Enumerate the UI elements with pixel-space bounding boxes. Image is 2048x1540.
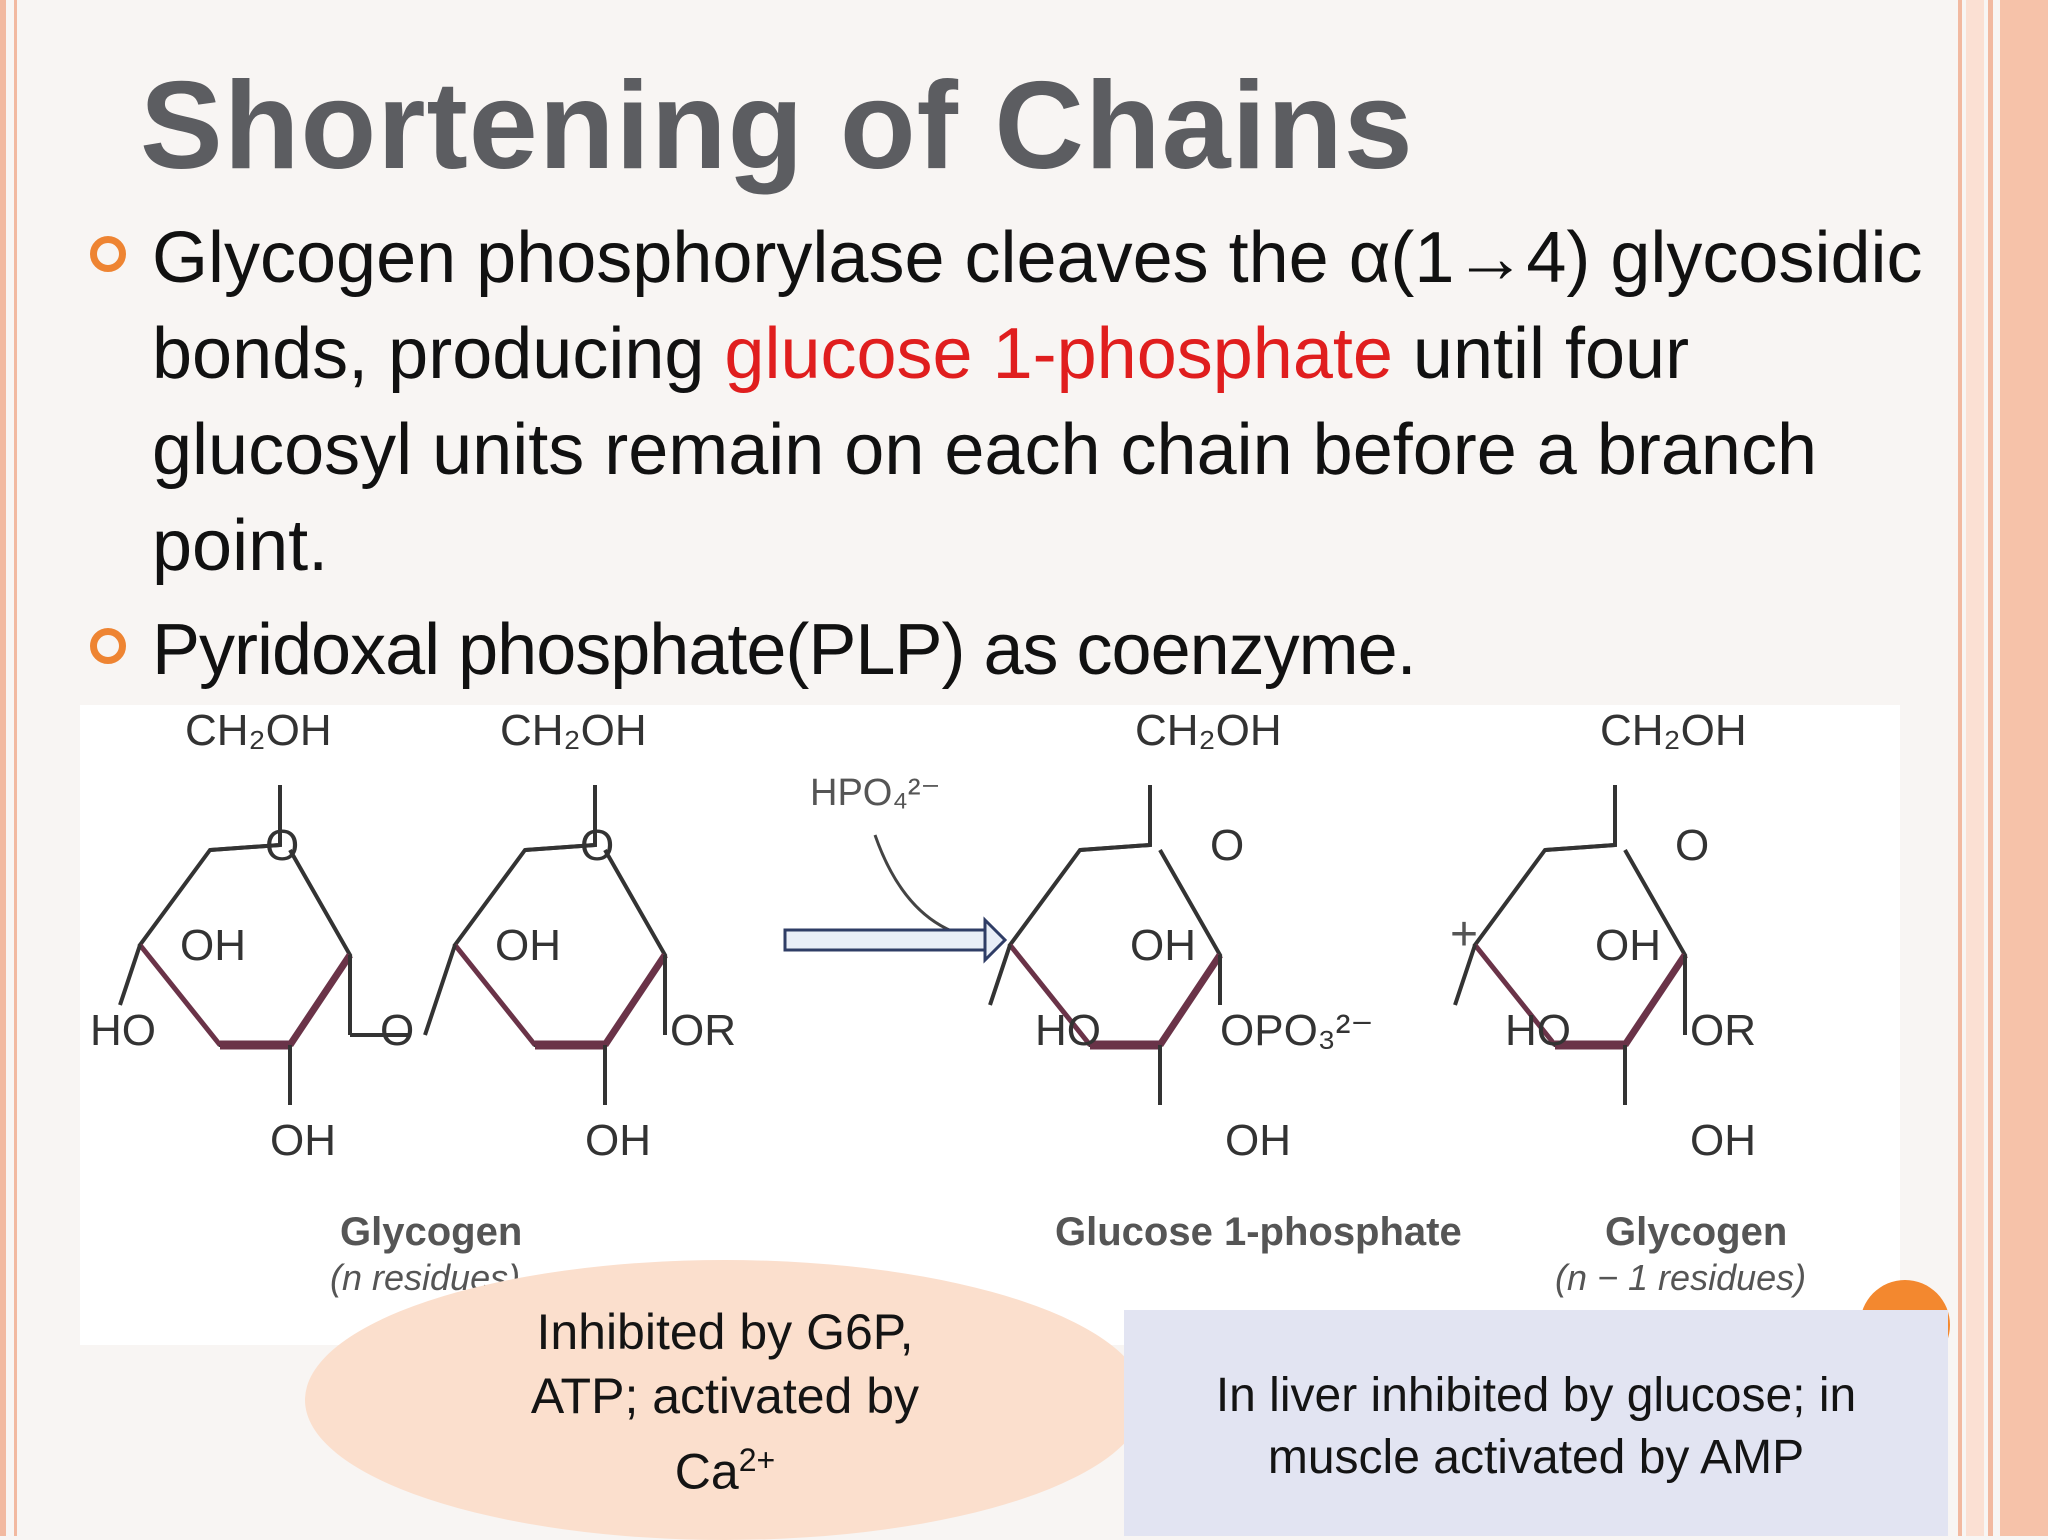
ring3-oh2-label: OH [1225,1116,1291,1165]
left-border-inner [14,0,17,1536]
slide-title: Shortening of Chains [140,57,1414,195]
ring3-opo3-label: OPO₃²⁻ [1220,1006,1374,1055]
ring2-oh-label: OH [495,921,561,970]
bullet-marker-icon [90,628,126,664]
right-border-outer [2000,0,2048,1536]
glycosidic-o-label: O [380,1006,414,1055]
bullet-marker-icon [90,236,126,272]
ring1-o-label: O [265,821,299,870]
ring2-ch2oh-label: CH₂OH [500,706,647,755]
bullet-item-1: Glycogen phosphorylase cleaves the α(1→4… [90,210,1940,594]
ring4-or-label: OR [1690,1006,1756,1055]
ring3-oh-label: OH [1130,921,1196,970]
reaction-diagram: CH₂OH O OH HO OH O CH₂OH O OH OH OR Glyc… [80,705,1900,1345]
ring1-oh2-label: OH [270,1116,336,1165]
ring3-o-label: O [1210,821,1244,870]
callout-ellipse-line: ATP; activated by [530,1368,920,1424]
ring4-ho-label: HO [1505,1006,1571,1055]
callout-box-line: In liver inhibited by glucose; in [1215,1369,1857,1422]
ring1-ho-label: HO [90,1006,156,1055]
bullet-text-part: until four glucosyl units remain on each… [152,314,1817,586]
callout-box [1124,1310,1948,1536]
figure-background [80,705,1900,1345]
right-border-thin [1988,0,1993,1536]
ring1-ch2oh-label: CH₂OH [185,706,332,755]
callout-ellipse-text: Inhibited by G6P, ATP; activated by Ca2+ [420,1300,1030,1504]
right-border-inner [1958,0,1962,1536]
bullet-item-2: Pyridoxal phosphate(PLP) as coenzyme. [90,602,1940,698]
ring4-o-label: O [1675,821,1709,870]
calcium-symbol: Ca [674,1443,739,1500]
glucose-ring-2 [423,785,668,1105]
glucose-1-phosphate-label: Glucose 1-phosphate [1055,1210,1462,1254]
bullet-text: Glycogen phosphorylase cleaves the α(1→4… [152,210,1940,594]
callout-ellipse-line: Inhibited by G6P, [536,1304,914,1360]
ring2-oh2-label: OH [585,1116,651,1165]
reaction-arrow-icon [783,916,1008,964]
callout-ellipse [305,1260,1145,1540]
ring4-ch2oh-label: CH₂OH [1600,706,1747,755]
calcium-charge: 2+ [738,1442,776,1478]
glucose-ring-3 [988,785,1223,1105]
ring2-or-label: OR [670,1006,736,1055]
ring1-oh-label: OH [180,921,246,970]
bullet-text: Pyridoxal phosphate(PLP) as coenzyme. [152,610,1417,690]
ring4-oh2-label: OH [1690,1116,1756,1165]
callout-ellipse-line: Ca2+ [420,1428,1030,1504]
right-border-band [1966,0,1984,1536]
ring2-o-label: O [580,821,614,870]
ring3-ho-label: HO [1035,1006,1101,1055]
callout-box-line: muscle activated by AMP [1267,1431,1805,1484]
glucose-ring-4 [1453,785,1688,1105]
highlight-glucose-1-phosphate: glucose 1-phosphate [724,314,1393,394]
bullet-text-part: Glycogen phosphorylase cleaves the α(1→4… [152,218,1923,394]
ring4-oh-label: OH [1595,921,1661,970]
ring3-ch2oh-label: CH₂OH [1135,706,1282,755]
left-border [0,0,6,1536]
glycogen-label: Glycogen [340,1210,522,1254]
glycogen-product-label: Glycogen [1605,1210,1787,1254]
glucose-ring-1 [118,785,410,1105]
glycogen-product-sublabel: (n − 1 residues) [1555,1257,1806,1298]
phosphate-reagent-label: HPO₄²⁻ [810,772,941,814]
callout-box-text: In liver inhibited by glucose; in muscle… [1124,1365,1948,1489]
